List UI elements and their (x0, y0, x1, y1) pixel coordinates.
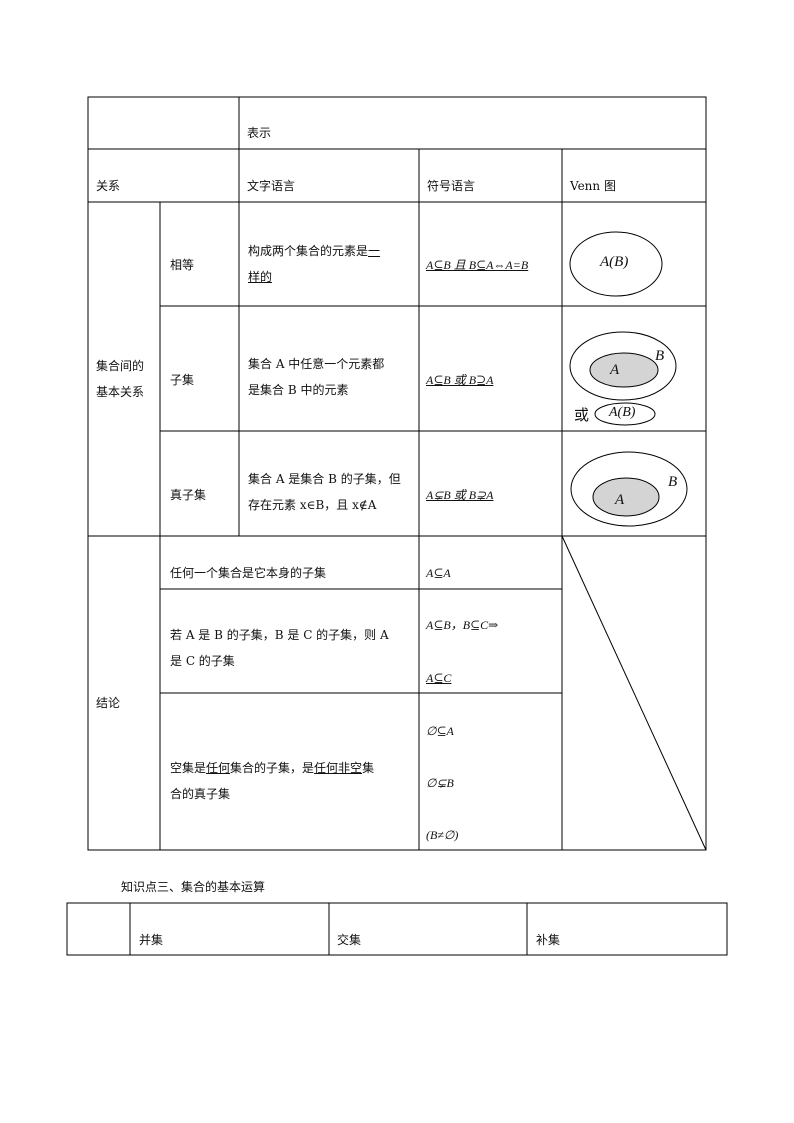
row-proper-subset-text: 集合 A 是集合 B 的子集，但 存在元素 x∈B，且 x∉A (248, 472, 401, 512)
row-equal-text: 构成两个集合的元素是一 样的 (248, 244, 381, 284)
row-subset-symbol: A⊆B 或 B⊇A (426, 373, 494, 387)
venn-proper-inner-label: A (615, 492, 625, 508)
row-equal-symbol: A⊆B 且 B⊆A⇔A=B (426, 258, 529, 272)
conclusion-1-text: 任何一个集合是它本身的子集 (170, 566, 327, 580)
col-union: 并集 (139, 933, 164, 947)
venn-subset-alt-label: A(B) (609, 405, 636, 420)
section-heading: 知识点三、集合的基本运算 (121, 880, 266, 894)
venn-equal-label: A(B) (600, 254, 629, 270)
col-complement: 补集 (536, 933, 561, 947)
conclusion-3-text: 空集是任何集合的子集，是任何非空集 合的真子集 (170, 761, 375, 801)
venn-proper-subset-diagram (570, 451, 688, 527)
col-symbol-language: 符号语言 (427, 179, 476, 193)
conclusion-2-symbol-line1: A⊆B，B⊆C⇒ (426, 618, 499, 632)
row-proper-subset-name: 真子集 (170, 488, 207, 502)
col-relation: 关系 (96, 179, 121, 193)
venn-subset-or: 或 (574, 406, 590, 424)
row-subset-name: 子集 (170, 373, 195, 387)
row-subset-text: 集合 A 中任意一个元素都 是集合 B 中的元素 (248, 357, 385, 397)
conclusion-1-symbol: A⊆A (426, 566, 451, 580)
venn-equal-diagram (569, 231, 663, 297)
row-proper-subset-symbol: A⊊B 或 B⊋A (426, 488, 494, 502)
venn-subset-diagram (569, 331, 677, 426)
header-represent: 表示 (247, 126, 272, 140)
group-conclusion: 结论 (96, 696, 121, 710)
col-venn: Venn 图 (570, 179, 616, 193)
conclusion-3-symbol-line1: ∅⊆A (426, 724, 454, 738)
col-intersection: 交集 (337, 933, 362, 947)
venn-subset-inner-label: A (610, 362, 620, 378)
conclusion-3-symbol-line2: ∅⊊B (426, 776, 454, 790)
venn-subset-outer-label: B (655, 348, 665, 364)
conclusion-3-symbol-line3: (B≠∅) (426, 828, 459, 842)
group-basic-relation: 集合间的 基本关系 (96, 359, 145, 399)
col-text-language: 文字语言 (247, 179, 296, 193)
conclusion-2-symbol-line2: A⊆C (426, 671, 452, 685)
row-equal-name: 相等 (170, 258, 195, 272)
conclusion-2-text: 若 A 是 B 的子集，B 是 C 的子集，则 A 是 C 的子集 (170, 628, 389, 668)
venn-proper-outer-label: B (668, 474, 678, 490)
